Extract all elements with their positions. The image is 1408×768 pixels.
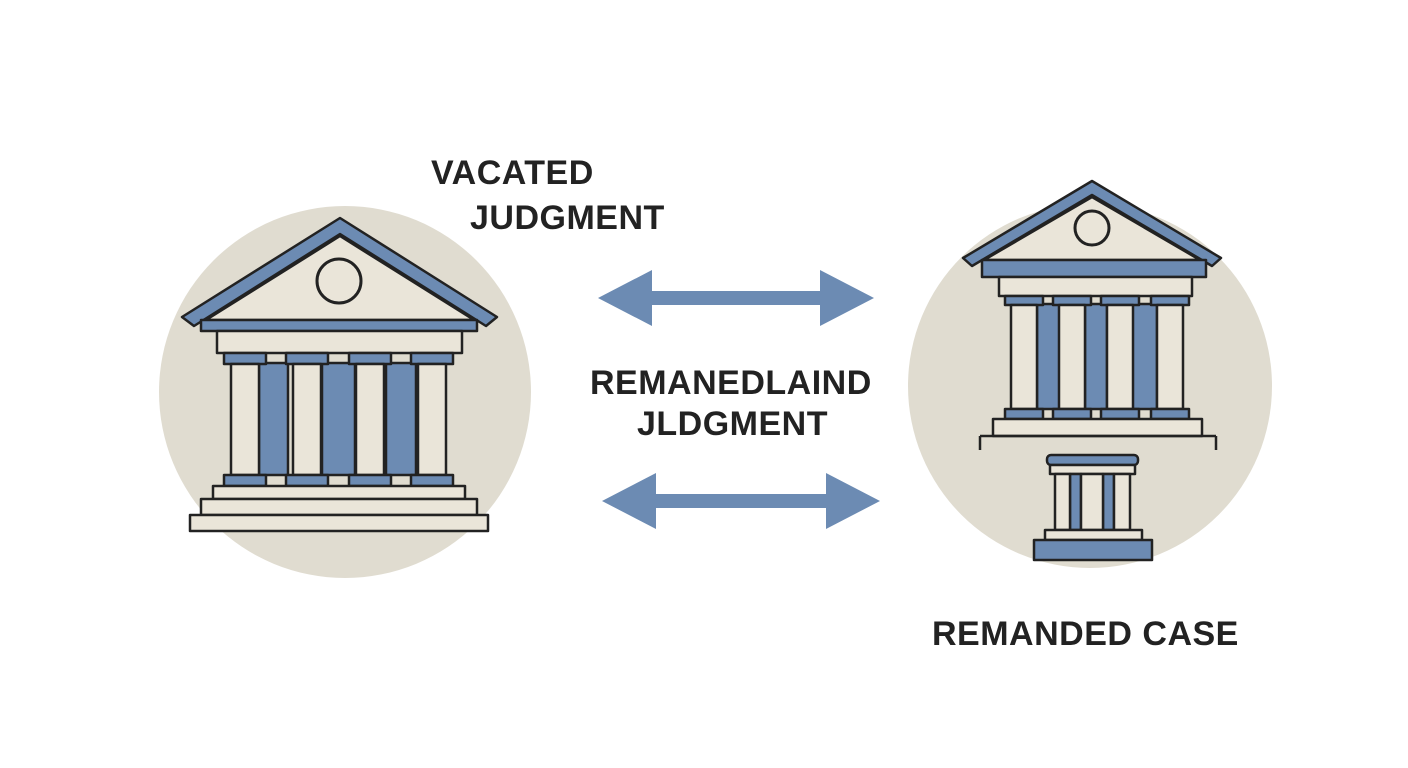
vacated-judgment-label: VACATED — [431, 154, 594, 192]
courthouse-icon — [180, 216, 499, 533]
double-arrow-icon — [602, 473, 880, 529]
small-courthouse-icon — [1032, 453, 1154, 562]
remanded-judgment-label: REMANEDLAIND — [590, 364, 872, 402]
remanded-case-label: REMANDED CASE — [932, 615, 1239, 653]
remanded-judgment-label: JLDGMENT — [637, 405, 828, 443]
double-arrow-icon — [598, 270, 874, 326]
courthouse-icon — [961, 179, 1223, 450]
vacated-judgment-label: JUDGMENT — [470, 199, 665, 237]
